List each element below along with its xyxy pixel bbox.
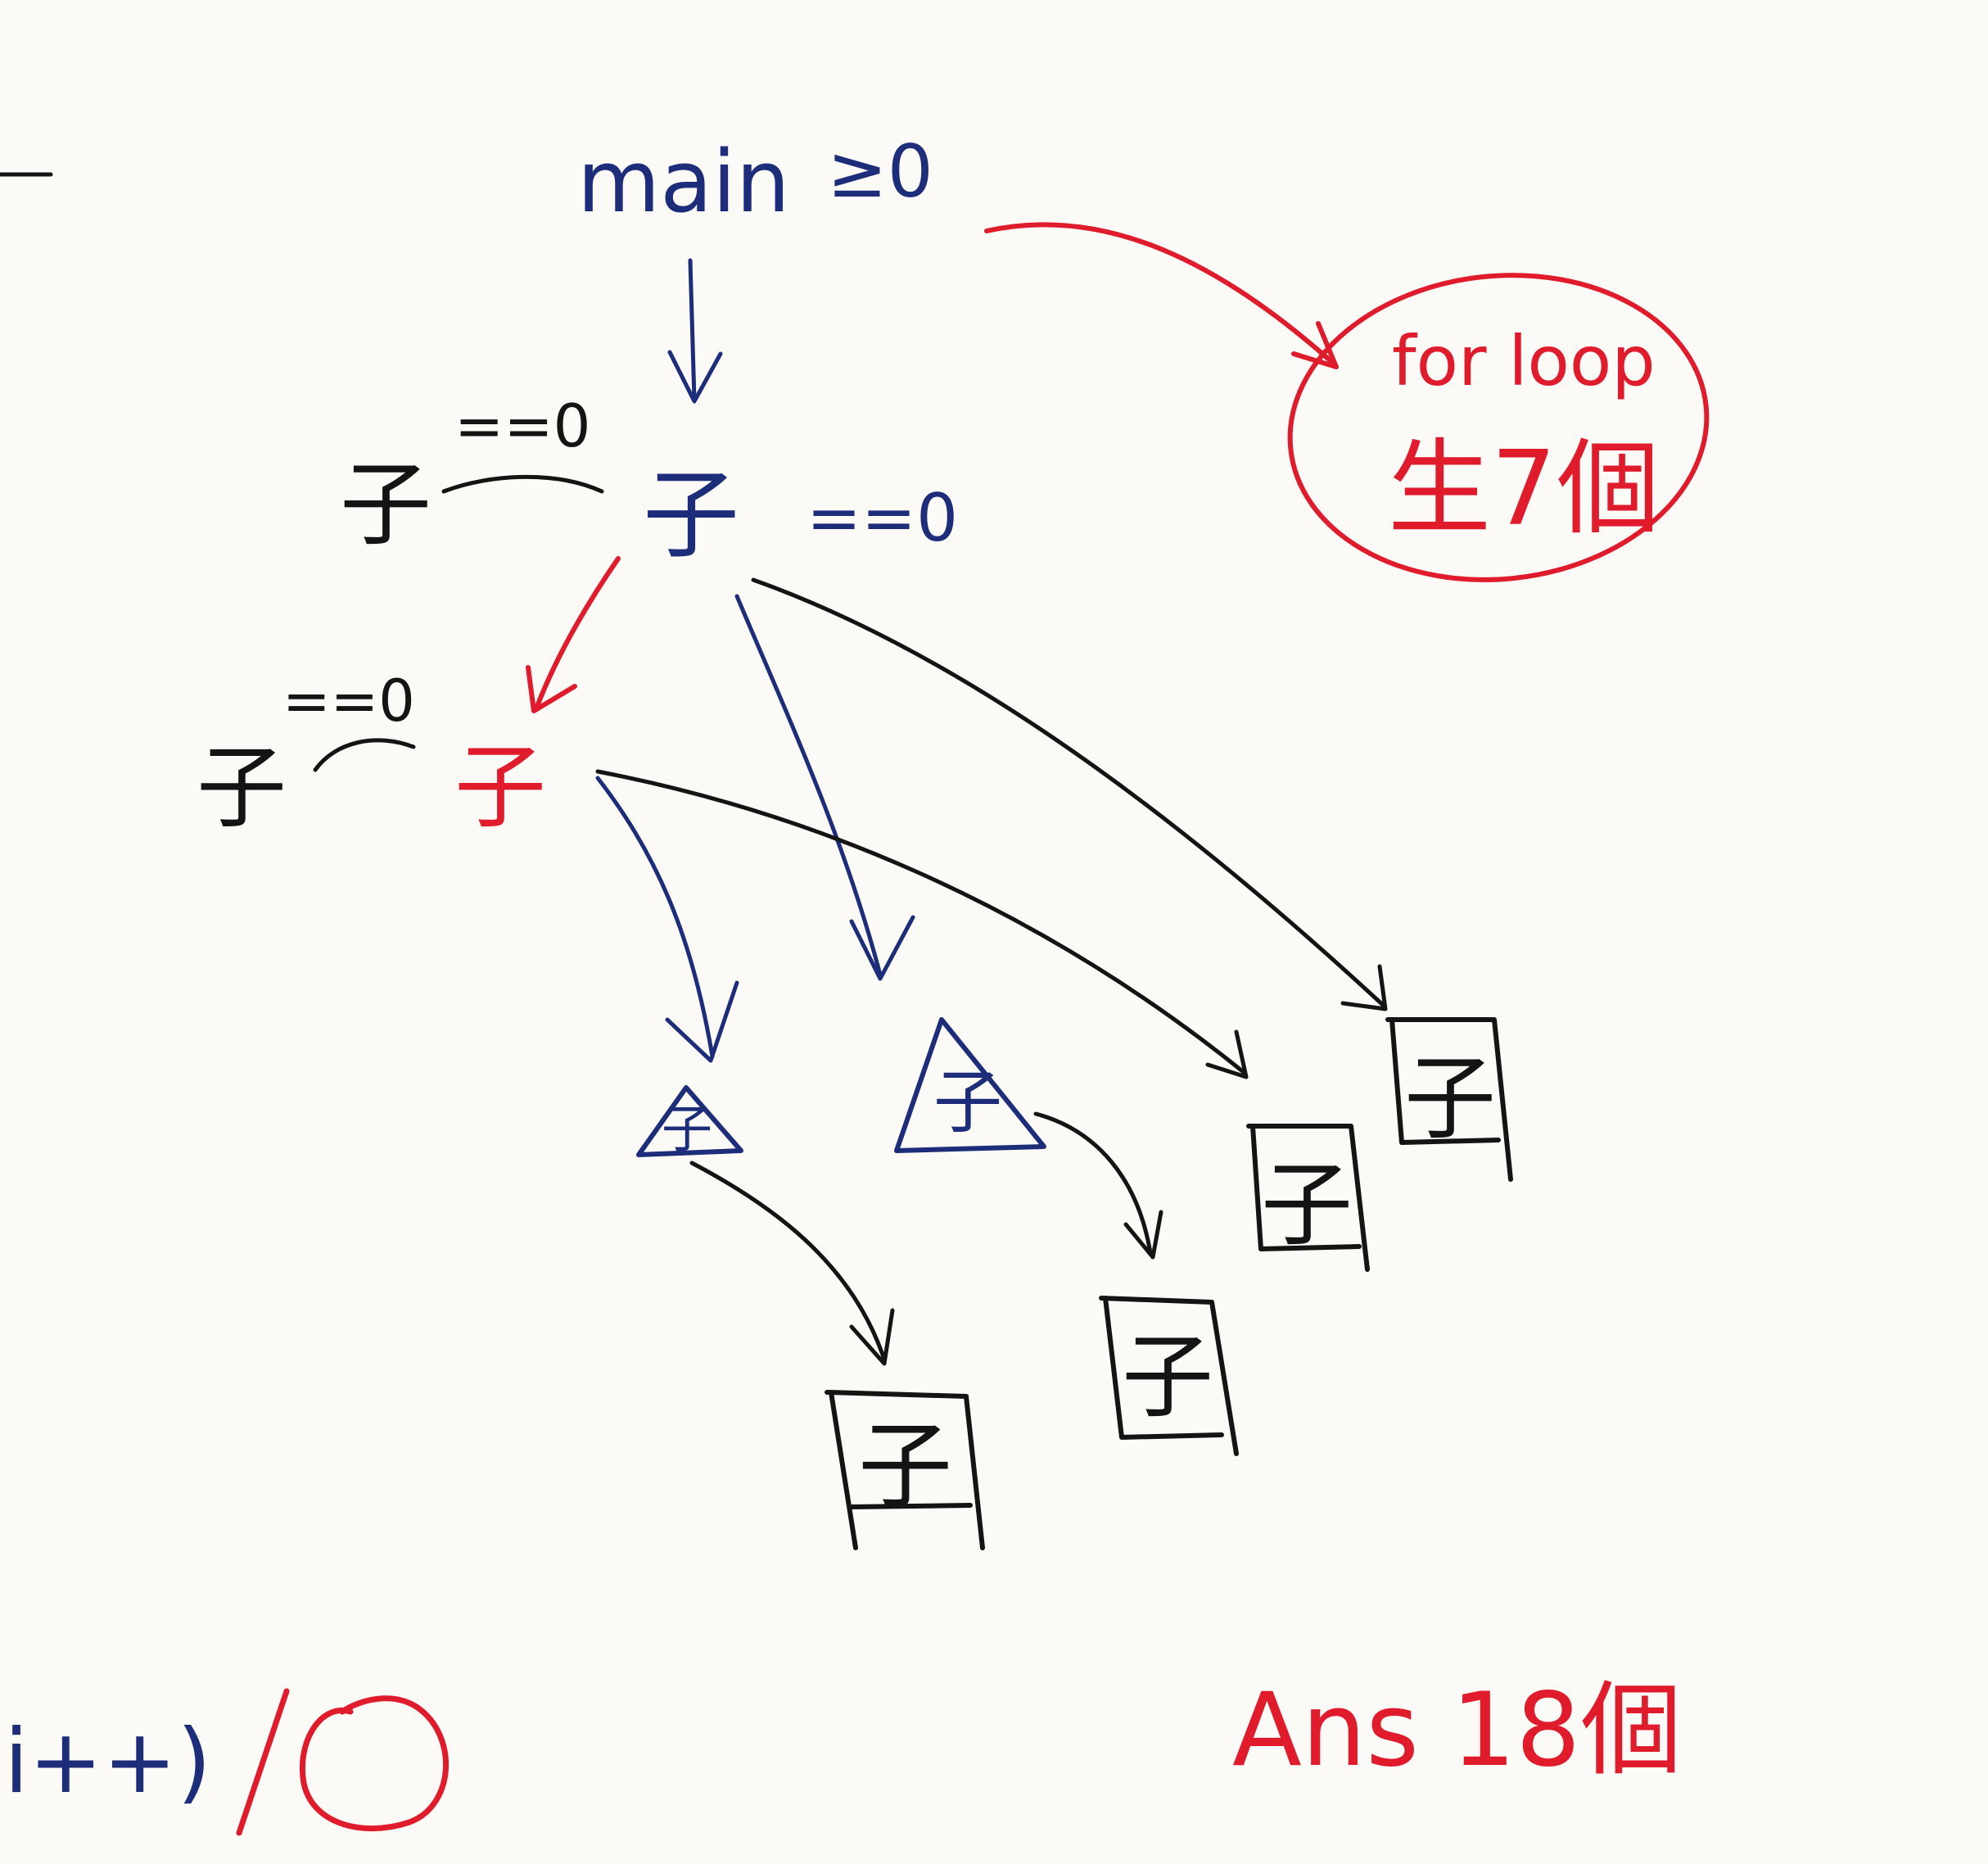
triangle-left-child: 子	[662, 1099, 712, 1159]
box-right: 子	[1246, 1124, 1370, 1272]
arrow-l1-to-box-far-right	[751, 577, 1388, 1011]
box-left: 子	[825, 1390, 985, 1550]
arrow-main-to-child	[667, 258, 723, 404]
level1-child: 子	[643, 459, 739, 572]
level1-child-condition: ==0	[806, 480, 958, 556]
box-left-child: 子	[858, 1412, 952, 1522]
level1-annotation-char: 子	[340, 452, 431, 559]
level2-annotation-char: 子	[197, 735, 287, 840]
arrow-child-to-grandchild	[526, 556, 621, 713]
main-label: main	[577, 132, 790, 232]
arrow-main-to-note	[984, 222, 1339, 369]
box-far-right-child: 子	[1404, 1046, 1496, 1152]
arrow-l2-to-box-right	[595, 769, 1249, 1079]
level2-annotation-condition: ==0	[282, 667, 415, 735]
answer-text: Ans 18個	[1232, 1672, 1682, 1789]
level2-annotation-curve	[313, 738, 416, 772]
level1-annotation-condition: ==0	[454, 391, 590, 460]
box-right-child: 子	[1261, 1152, 1353, 1259]
triangle-right-outline	[894, 1017, 1046, 1153]
note-line-1: for loop	[1392, 321, 1656, 401]
arrow-triangle-right-to-box	[1033, 1111, 1163, 1260]
level1-annotation-curve	[441, 474, 604, 494]
arrow-l2-to-triangle-left	[595, 776, 739, 1063]
note-line-2: 生7個	[1388, 428, 1660, 549]
triangle-left-outline	[636, 1085, 743, 1157]
note-ellipse	[1287, 273, 1710, 582]
arrow-triangle-left-to-box	[689, 1160, 895, 1366]
code-red-zero	[299, 1695, 450, 1831]
box-middle: 子	[1099, 1296, 1239, 1456]
triangle-right-child: 子	[933, 1062, 1002, 1142]
code-fragment: i++)	[4, 1711, 211, 1813]
code-red-slash	[236, 1688, 290, 1836]
box-far-right: 子	[1385, 1017, 1513, 1182]
arrow-l1-to-triangle-right	[734, 594, 915, 981]
main-condition: ≥0	[827, 129, 933, 214]
level2-child: 子	[454, 735, 546, 841]
box-middle-child: 子	[1122, 1324, 1213, 1431]
